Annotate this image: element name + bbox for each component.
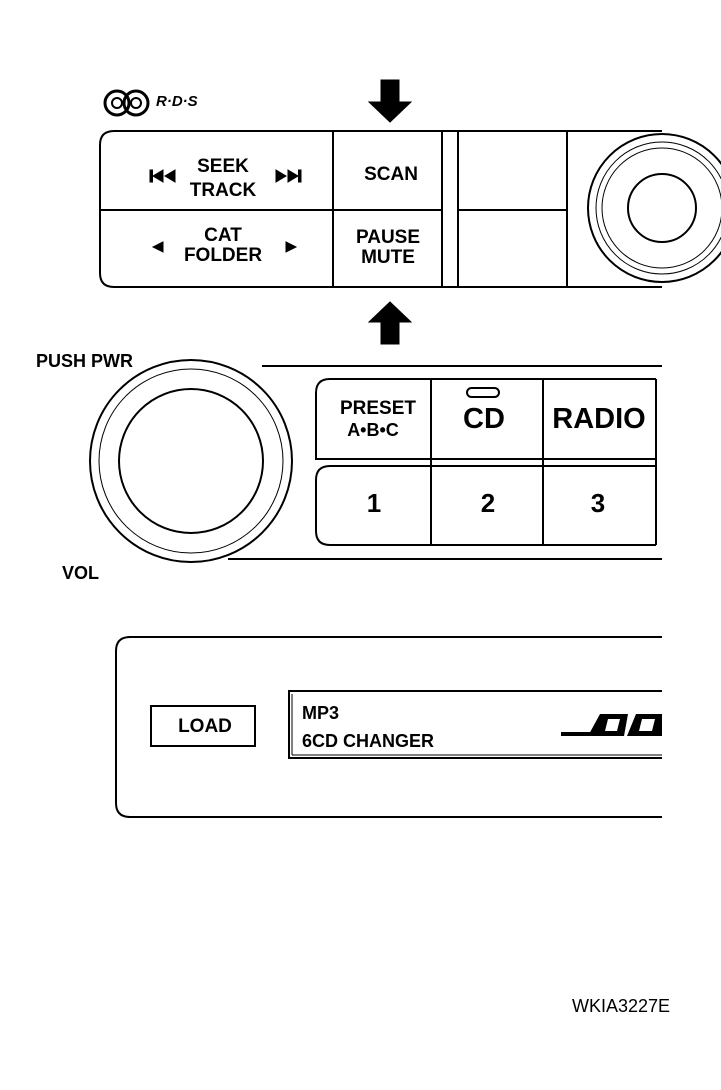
figure-code: WKIA3227E [572, 996, 671, 1016]
display-window [288, 690, 662, 759]
preset-abc-label: A•B•C [347, 420, 399, 440]
display-line-2: 6CD CHANGER [302, 731, 435, 751]
tune-knob-partial [587, 133, 721, 283]
folder-label: FOLDER [183, 245, 263, 266]
seek-label: SEEK [197, 156, 249, 177]
middle-buttons-outline [315, 378, 657, 546]
cat-right-icon [285, 241, 298, 253]
seek-back-icon [149, 169, 176, 183]
power-volume-knob[interactable] [92, 362, 290, 560]
preset-2-label: 2 [480, 488, 496, 518]
arrow-down-icon [367, 79, 413, 123]
cat-label: CAT [204, 225, 242, 246]
radio-label: RADIO [552, 403, 646, 435]
preset-3-label: 3 [590, 488, 606, 518]
middle-panel-outline [228, 365, 662, 560]
lower-panel-outline [115, 636, 662, 818]
pause-label: PAUSE [355, 227, 421, 248]
preset-label: PRESET [339, 398, 417, 419]
push-pwr-label: PUSH PWR [36, 351, 134, 371]
arrow-up-icon [367, 301, 413, 345]
upper-panel-outline [99, 130, 662, 288]
cd-indicator [466, 387, 500, 398]
load-button-frame [150, 705, 256, 747]
display-line-1: MP3 [302, 703, 340, 723]
cat-left-icon [151, 241, 164, 253]
seek-forward-icon [275, 169, 302, 183]
tune-knob[interactable] [590, 136, 662, 280]
track-label: TRACK [189, 180, 257, 201]
cd-label: CD [463, 403, 505, 435]
mute-label: MUTE [361, 247, 415, 268]
scan-label: SCAN [364, 164, 418, 185]
brand-logo [561, 714, 662, 736]
volume-knob [89, 359, 293, 563]
rds-logo-text: R·D·S [156, 93, 198, 110]
rds-logo-mark [103, 89, 150, 117]
vol-label: VOL [62, 563, 100, 583]
preset-button[interactable] [317, 380, 430, 458]
preset-1-label: 1 [366, 488, 382, 518]
load-label: LOAD [178, 716, 232, 737]
